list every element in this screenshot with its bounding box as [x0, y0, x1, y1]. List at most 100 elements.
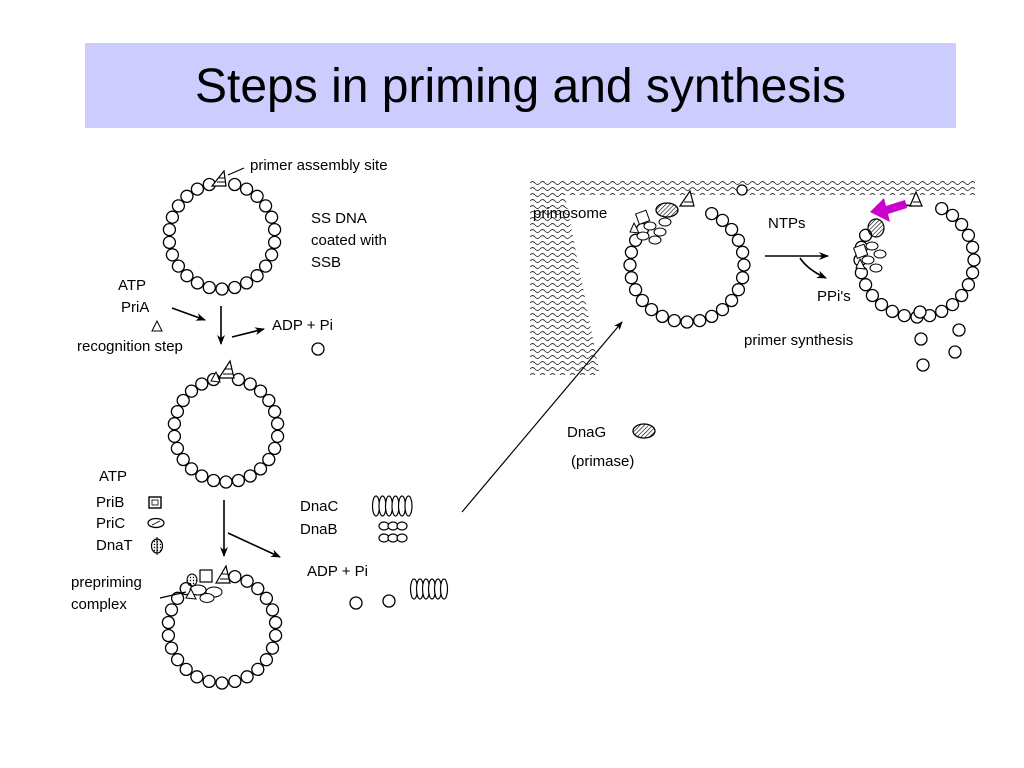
- ssb-circle: [628, 283, 643, 297]
- ssdna-ring-1: [162, 177, 282, 296]
- ssb-circle: [680, 315, 694, 329]
- ssb-circle: [865, 288, 880, 303]
- label-primer-synthesis: primer synthesis: [744, 332, 854, 349]
- ssb-circle: [259, 653, 274, 667]
- ssb-circle: [253, 462, 268, 476]
- label-ss-dna-1: SS DNA: [311, 210, 367, 227]
- primosome-panel-shading: [530, 180, 975, 375]
- ssb-circle: [239, 276, 254, 290]
- title-banner: Steps in priming and synthesis: [85, 43, 956, 128]
- label-adp-pi-1: ADP + Pi: [272, 317, 334, 334]
- ssb-circle: [250, 269, 264, 283]
- ssb-circle: [164, 641, 179, 655]
- ssb-circle: [635, 293, 650, 308]
- ssb-circle: [735, 245, 750, 259]
- ssb-circle: [180, 189, 194, 203]
- ssb-circle: [251, 662, 265, 677]
- ssb-circle: [262, 452, 276, 467]
- free-ssb-circle: [913, 305, 927, 319]
- label-prepriming-2: complex: [71, 596, 127, 613]
- ssb-circle: [239, 182, 254, 196]
- label-atp-1: ATP: [118, 277, 147, 294]
- to-primosome-arrow: [461, 321, 623, 513]
- ssb-circle: [264, 248, 279, 262]
- ssb-circle: [270, 429, 285, 443]
- label-prib: PriB: [96, 494, 125, 511]
- label-dnac: DnaC: [300, 498, 339, 515]
- ssb-circle: [240, 670, 254, 684]
- ssb-circle: [268, 615, 283, 630]
- ssb-circle: [954, 288, 969, 303]
- label-ss-dna-3: SSB: [311, 254, 342, 271]
- ssb-circle: [190, 182, 205, 196]
- label-dnag: DnaG: [567, 424, 607, 441]
- ssb-circle: [693, 313, 707, 328]
- ssb-circle: [179, 662, 193, 677]
- pria-in-arrow: [171, 307, 206, 321]
- ssb-circle: [858, 278, 873, 292]
- ssb-circle: [731, 233, 746, 247]
- ssb-circle: [195, 377, 209, 391]
- label-ss-dna-2: coated with: [311, 232, 387, 249]
- ssb-circle: [206, 473, 221, 488]
- ssdna-ring-4: [623, 206, 751, 329]
- ppis-arrow: [799, 257, 827, 279]
- ssb-circle: [267, 235, 282, 250]
- ssb-circle: [624, 271, 639, 285]
- ssb-circle: [170, 653, 185, 667]
- ssb-circle: [264, 210, 279, 224]
- label-recognition-step: recognition step: [77, 338, 183, 355]
- ssb-circle: [170, 404, 185, 419]
- ssb-circle: [170, 441, 185, 456]
- primer-synthesis-cluster: [852, 190, 923, 273]
- ssb-circle: [268, 628, 283, 643]
- ssb-circle: [228, 280, 242, 295]
- label-pria: PriA: [121, 299, 150, 316]
- label-primase: (primase): [571, 453, 635, 470]
- ssb-circle: [961, 228, 976, 242]
- dnac-icon: [371, 495, 413, 517]
- ssb-circle: [961, 278, 976, 292]
- label-dnab: DnaB: [300, 521, 338, 538]
- ssb-circle: [724, 222, 739, 237]
- ssb-circle: [644, 302, 659, 317]
- ssb-circle: [270, 417, 285, 431]
- primosome-cluster: [629, 189, 695, 245]
- ssb-circle: [215, 676, 229, 690]
- ssb-circle: [265, 641, 280, 655]
- ssb-circle: [667, 313, 681, 328]
- ssb-circle: [935, 201, 949, 216]
- pria-icon: [151, 319, 163, 332]
- ssb-circle: [265, 603, 280, 617]
- ssb-circle: [253, 384, 268, 398]
- prib-icon: [148, 496, 162, 509]
- ssb-circle: [945, 297, 960, 312]
- ssb-circle: [195, 469, 209, 483]
- primer-site-pointer: [227, 167, 245, 176]
- ssb-circle: [184, 384, 199, 398]
- ssb-circle: [231, 372, 246, 387]
- free-ssb-circle: [914, 332, 928, 346]
- ssb-circle: [243, 377, 257, 391]
- label-primer-assembly-site: primer assembly site: [250, 157, 388, 174]
- slide-title: Steps in priming and synthesis: [195, 60, 846, 113]
- ssb-circle: [935, 304, 949, 319]
- free-pi-circle: [311, 342, 325, 356]
- ssb-circle: [262, 393, 276, 408]
- released-dnac-icon: [409, 578, 449, 600]
- ssb-circle: [715, 213, 730, 228]
- ssb-circle: [731, 283, 746, 297]
- ssb-circle: [165, 248, 180, 262]
- ssb-circle: [176, 452, 190, 467]
- ssb-circle: [162, 222, 177, 237]
- adp-out-arrow-2: [227, 532, 281, 558]
- ssb-circle: [167, 417, 182, 431]
- free-pi-circle: [349, 596, 363, 610]
- ssb-circle: [162, 235, 177, 250]
- ssb-circle: [267, 404, 282, 419]
- label-adp-pi-2: ADP + Pi: [307, 563, 369, 580]
- ssb-circle: [724, 293, 739, 308]
- ssb-circle: [161, 628, 176, 643]
- primer-assembly-triangle-1: [210, 169, 227, 187]
- free-ssb-circle: [916, 358, 930, 372]
